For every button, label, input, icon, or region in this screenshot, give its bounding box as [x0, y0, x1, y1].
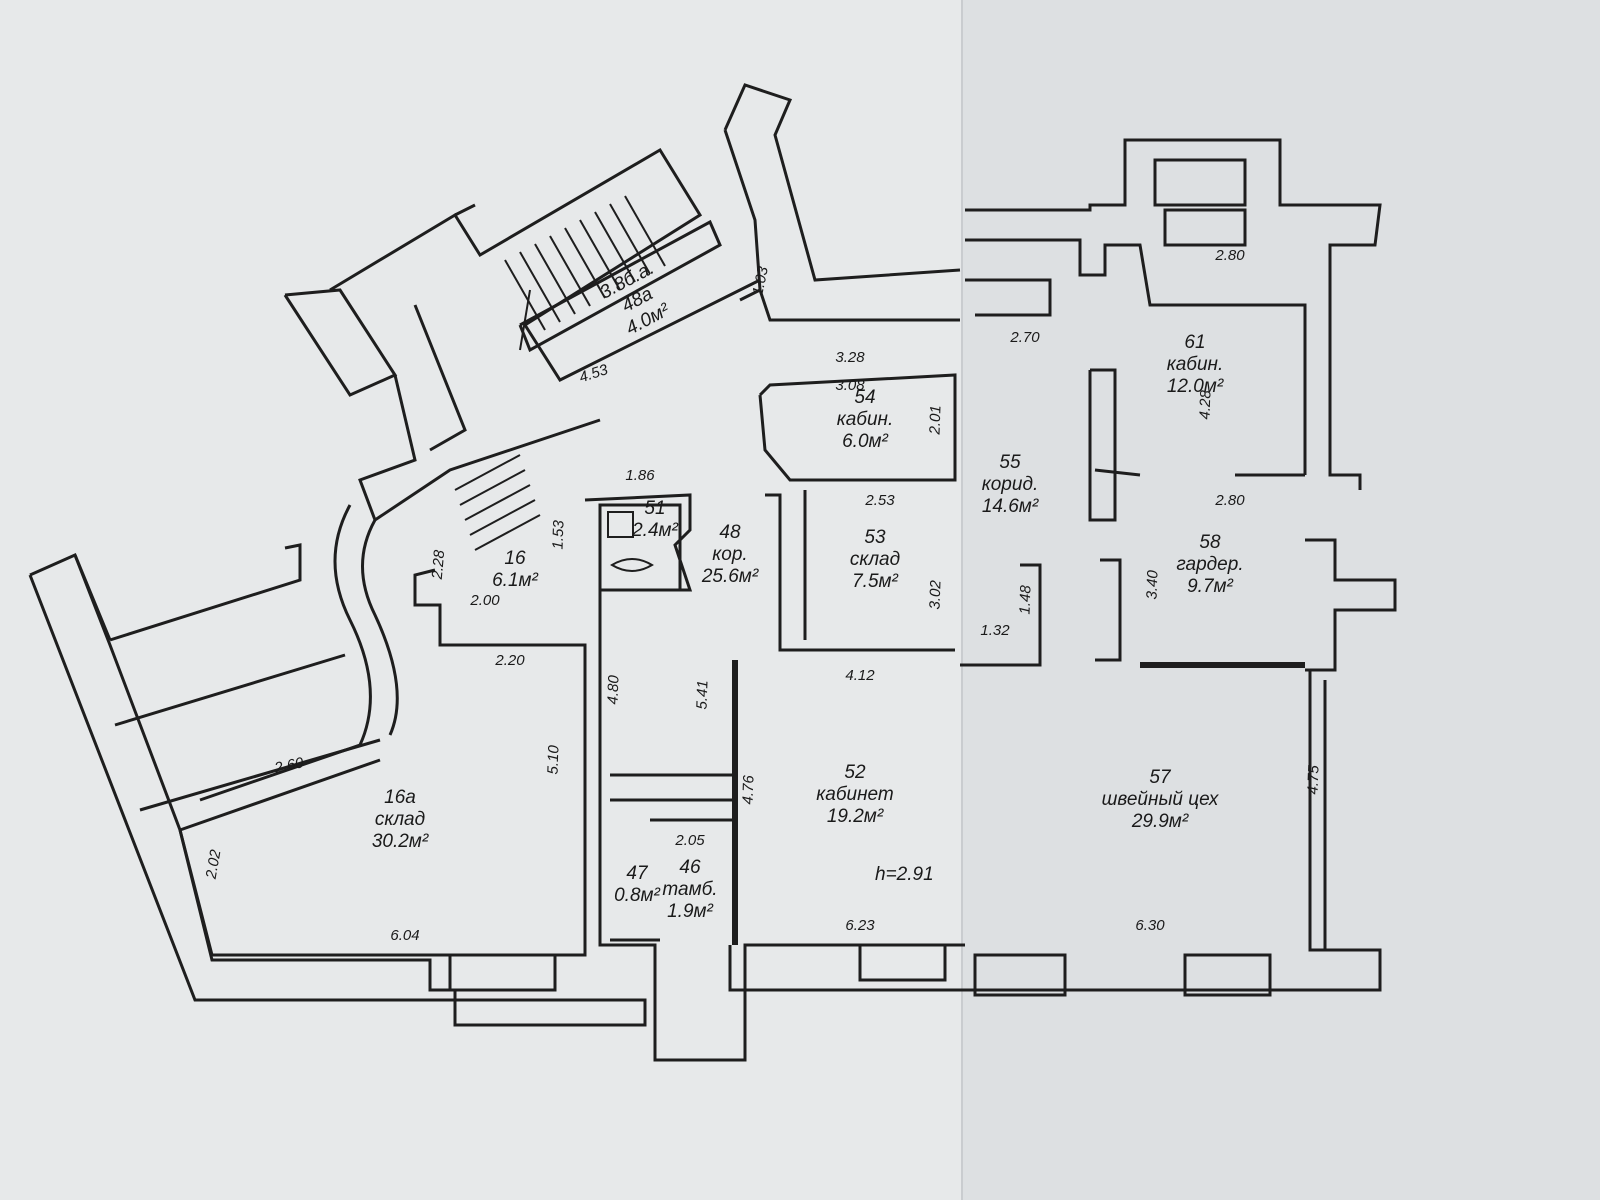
room-area: 0.8м² — [614, 885, 660, 906]
room-number: 16 — [504, 548, 526, 569]
dimension-label: 6.04 — [390, 927, 419, 944]
dimension-label: 2.20 — [494, 652, 525, 669]
dimension-label: 5.10 — [544, 744, 562, 774]
room-name: кор. — [712, 544, 747, 565]
room-name: кабин. — [837, 409, 894, 430]
room-name: швейный цех — [1102, 789, 1220, 810]
dimension-label: 2.60 — [272, 754, 306, 777]
room-area: 9.7м² — [1187, 576, 1233, 597]
dimension-label: 6.23 — [845, 917, 875, 934]
room-name: кабинет — [816, 784, 893, 805]
room-name: гардер. — [1176, 554, 1243, 575]
room-area: 19.2м² — [827, 806, 884, 827]
room-area: 29.9м² — [1131, 811, 1189, 832]
dimension-label: 3.02 — [926, 579, 944, 609]
room-label: 470.8м² — [614, 863, 660, 906]
walls — [28, 83, 1397, 1062]
room-number: 55 — [999, 452, 1021, 473]
room-number: 52 — [844, 762, 866, 783]
dimension-labels: 1.034.533.283.082.011.862.533.022.702.80… — [202, 247, 1322, 944]
dimension-label: 2.70 — [1009, 329, 1040, 346]
room-number: 16а — [384, 787, 416, 808]
dimension-label: 1.48 — [1016, 584, 1034, 614]
room-area: 6.0м² — [842, 431, 888, 452]
room-area: 1.9м² — [667, 901, 713, 922]
room-number: 58 — [1199, 532, 1221, 553]
dimension-label: 2.05 — [674, 832, 705, 849]
room-label: 166.1м² — [492, 548, 538, 591]
room-number: 48 — [719, 522, 741, 543]
room-number: 46 — [679, 857, 701, 878]
dimension-label: 2.28 — [429, 549, 449, 581]
room-name: склад — [850, 549, 900, 570]
room-name: склад — [375, 809, 425, 830]
room-area: 30.2м² — [372, 831, 429, 852]
dimension-label: 2.53 — [864, 492, 895, 509]
dimension-label: 2.00 — [469, 592, 500, 609]
room-number: 54 — [854, 387, 875, 408]
dimension-label: 3.28 — [835, 349, 865, 366]
room-name: корид. — [982, 474, 1038, 495]
dimension-label: 2.01 — [926, 405, 944, 436]
dimension-label: 1.03 — [749, 264, 772, 297]
dimension-label: 6.30 — [1135, 917, 1165, 934]
room-number: 47 — [626, 863, 649, 884]
room-number: 53 — [864, 527, 886, 548]
room-area: 12.0м² — [1167, 376, 1224, 397]
dimension-label: 1.53 — [549, 519, 567, 549]
room-name: кабин. — [1167, 354, 1224, 375]
dimension-label: 4.12 — [845, 667, 875, 684]
room-number: 51 — [644, 498, 665, 519]
dimension-label: 2.02 — [202, 848, 224, 881]
dimension-label: 3.40 — [1143, 569, 1161, 599]
room-area: 14.6м² — [982, 496, 1039, 517]
room-number: 61 — [1184, 332, 1205, 353]
room-area: 25.6м² — [701, 566, 759, 587]
room-area: 6.1м² — [492, 570, 538, 591]
dimension-label: 4.75 — [1304, 764, 1322, 794]
dimension-label: 5.41 — [693, 680, 711, 710]
dimension-label: 2.80 — [1214, 492, 1245, 509]
room-area: 2.4м² — [631, 520, 678, 541]
dimension-label: 4.28 — [1196, 389, 1214, 419]
dimension-label: 1.32 — [980, 622, 1010, 639]
room-number: 57 — [1149, 767, 1172, 788]
room-name: тамб. — [662, 879, 717, 900]
dimension-label: 4.76 — [739, 774, 757, 804]
dimension-label: 1.86 — [625, 467, 655, 484]
room-area: 7.5м² — [852, 571, 898, 592]
ceiling-height: h=2.91 — [875, 864, 934, 885]
dimension-label: 4.80 — [604, 674, 622, 704]
room-label: 512.4м² — [631, 498, 678, 541]
dimension-label: 2.80 — [1214, 247, 1245, 264]
dimension-label: 3.08 — [835, 377, 865, 394]
